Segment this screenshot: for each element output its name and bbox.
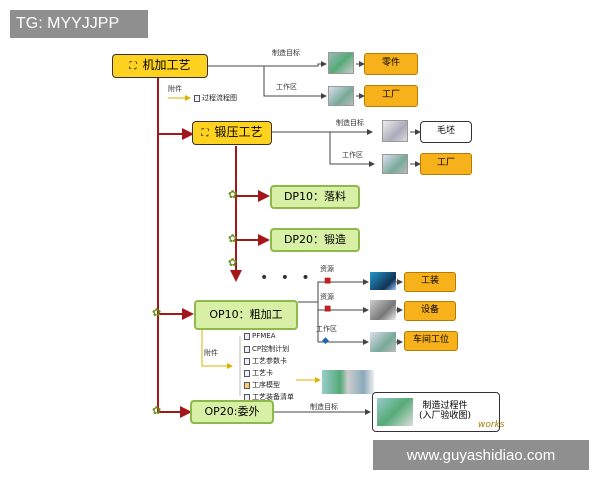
target-tooling-label: 工装 <box>420 276 439 287</box>
node-dp10[interactable]: DP10：落料 <box>270 185 360 209</box>
node-forging[interactable]: ⛶ 锻压工艺 <box>192 121 272 145</box>
resource-link-icon: ◆ <box>322 336 329 346</box>
hierarchy-icon: ⛶ <box>129 60 137 72</box>
factory-thumbnail-2 <box>382 154 408 174</box>
model-icon <box>244 381 250 389</box>
target-tooling[interactable]: 工装 <box>404 272 456 292</box>
node-op10-label: OP10：粗加工 <box>209 307 283 321</box>
attachment-item-label: 工艺参数卡 <box>252 357 287 365</box>
mfg-process-thumbnail <box>377 398 413 426</box>
ellipsis: • • • <box>260 270 314 286</box>
target-mfg-process-label: 制造过程件 (入厂验收图) <box>419 401 472 421</box>
attachment-item-label: CP控制计划 <box>252 345 290 353</box>
node-op20-label: OP20:委外 <box>204 404 260 418</box>
node-dp20[interactable]: DP20：锻造 <box>270 228 360 252</box>
node-dp10-label: DP10：落料 <box>283 189 347 203</box>
node-dp20-label: DP20：锻造 <box>283 232 347 246</box>
operation-link-icon: ✿ <box>228 256 238 269</box>
tooling-thumbnail <box>370 272 396 290</box>
operation-link-icon: ✿ <box>228 232 238 245</box>
document-icon <box>244 369 250 377</box>
workstation-thumbnail <box>370 332 396 352</box>
edge-label-resource-2: 资源 <box>320 293 334 301</box>
edge-label-mfg-target-2: 制造目标 <box>336 119 364 127</box>
process-flow-doc-label: 过程流程图 <box>202 94 237 102</box>
target-mfg-process[interactable]: 制造过程件 (入厂验收图) <box>372 392 500 432</box>
attachment-item[interactable]: CP控制计划 <box>244 344 289 354</box>
document-icon <box>244 357 250 365</box>
edge-label-work-area-2: 工作区 <box>342 151 363 159</box>
edge-label-attachment-2: 附件 <box>204 349 218 357</box>
target-blank[interactable]: 毛坯 <box>420 121 472 143</box>
blank-thumbnail <box>382 120 408 142</box>
edge-label-mfg-target-3: 制造目标 <box>310 403 338 411</box>
target-factory-2[interactable]: 工厂 <box>420 153 472 175</box>
edge-label-attachment-1: 附件 <box>168 85 182 93</box>
document-icon <box>194 94 200 102</box>
node-forging-label: 锻压工艺 <box>214 125 263 140</box>
resource-link-icon: ◼ <box>324 304 332 314</box>
document-icon <box>244 345 250 353</box>
target-workstation[interactable]: 车间工位 <box>404 331 458 351</box>
node-machining[interactable]: ⛶ 机加工艺 <box>112 54 208 78</box>
watermark-bottom: www.guyashidiao.com <box>373 440 589 470</box>
process-model-thumbnail <box>322 370 374 394</box>
target-part[interactable]: 零件 <box>364 53 418 75</box>
attachment-item[interactable]: 工序模型 <box>244 380 280 390</box>
attachment-item[interactable]: PFMEA <box>244 332 276 340</box>
factory-thumbnail-1 <box>328 86 354 106</box>
attachment-item[interactable]: 工艺卡 <box>244 368 273 378</box>
target-factory-1[interactable]: 工厂 <box>364 85 418 107</box>
operation-link-icon: ✿ <box>152 404 162 417</box>
target-part-label: 零件 <box>381 58 400 69</box>
node-op20[interactable]: OP20:委外 <box>190 400 274 424</box>
attachment-item[interactable]: 工艺参数卡 <box>244 356 287 366</box>
target-factory-2-label: 工厂 <box>436 158 455 169</box>
watermark-top: TG: MYYJJPP <box>10 10 148 38</box>
node-machining-label: 机加工艺 <box>142 58 191 73</box>
edge-label-work-area-1: 工作区 <box>276 83 297 91</box>
attachment-item-label: 工序模型 <box>252 381 280 389</box>
target-equipment-label: 设备 <box>420 305 439 316</box>
resource-link-icon: ◼ <box>324 276 332 286</box>
part-thumbnail <box>328 52 354 74</box>
operation-link-icon: ✿ <box>228 188 238 201</box>
node-op10[interactable]: OP10：粗加工 <box>194 300 298 330</box>
target-workstation-label: 车间工位 <box>412 335 449 346</box>
edge-label-work-area-3: 工作区 <box>316 325 337 333</box>
attachment-item-label: 工艺卡 <box>252 369 273 377</box>
attachment-item-label: PFMEA <box>252 332 276 340</box>
edge-label-resource-1: 资源 <box>320 265 334 273</box>
brand-mark: works <box>478 420 505 430</box>
equipment-thumbnail <box>370 300 396 320</box>
hierarchy-icon: ⛶ <box>201 127 209 139</box>
target-blank-label: 毛坯 <box>436 126 455 137</box>
document-icon <box>244 332 250 340</box>
process-flow-doc[interactable]: 过程流程图 <box>194 93 237 103</box>
target-factory-1-label: 工厂 <box>381 90 400 101</box>
target-equipment[interactable]: 设备 <box>404 301 456 321</box>
edge-label-mfg-target-1: 制造目标 <box>272 49 300 57</box>
operation-link-icon: ✿ <box>152 306 162 319</box>
attachment-item-label: 工艺装备清单 <box>252 393 294 401</box>
